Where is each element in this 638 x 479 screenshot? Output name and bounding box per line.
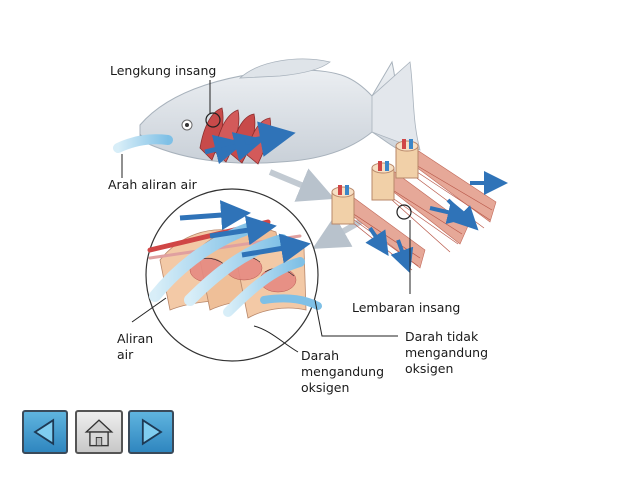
triangle-left-icon — [33, 418, 55, 446]
leader-lines — [121, 80, 411, 353]
filament-cylinders — [331, 139, 419, 225]
label-deoxygenated-2: mengandung — [405, 345, 488, 360]
label-water-direction: Arah aliran air — [108, 177, 198, 192]
label-water-flow-2: air — [117, 347, 134, 362]
house-icon — [84, 419, 114, 447]
gill-arch-marker — [205, 112, 221, 128]
label-gill-sheet: Lembaran insang — [352, 300, 460, 315]
water-inflow-tube — [113, 134, 173, 153]
previous-button[interactable] — [22, 410, 68, 454]
fish-dorsal-fin — [238, 58, 331, 79]
gill-sheet-marker — [396, 204, 412, 220]
label-gill-arch: Lengkung insang — [110, 63, 216, 78]
home-button[interactable] — [75, 410, 123, 454]
gill-filaments — [331, 139, 508, 274]
label-oxygenated-2: mengandung — [301, 364, 384, 379]
label-deoxygenated-1: Darah tidak — [405, 329, 479, 344]
lamellae-magnified — [145, 188, 322, 362]
label-oxygenated-1: Darah — [301, 348, 339, 363]
fish-tail-fin — [371, 61, 421, 151]
fish-illustration — [113, 58, 421, 165]
label-deoxygenated-3: oksigen — [405, 361, 453, 376]
next-button[interactable] — [128, 410, 174, 454]
triangle-right-icon — [141, 418, 163, 446]
label-water-flow-1: Aliran — [117, 331, 153, 346]
label-oxygenated-3: oksigen — [301, 380, 349, 395]
zoom-arrow-1 — [268, 168, 335, 202]
